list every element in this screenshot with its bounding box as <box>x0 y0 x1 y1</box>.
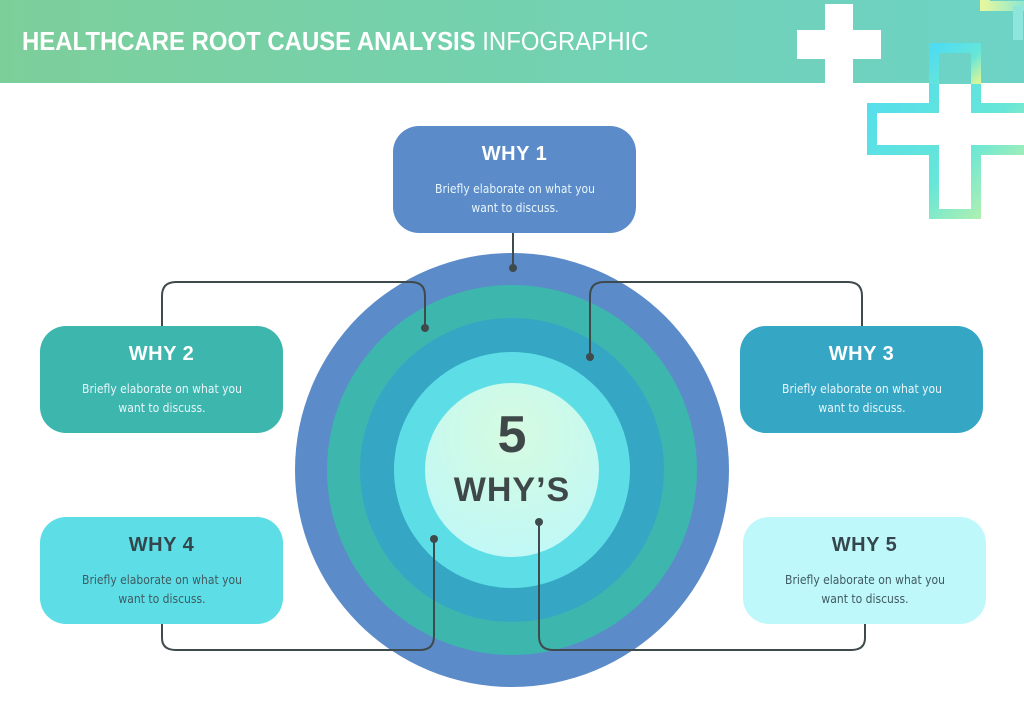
connector-why-3 <box>589 281 863 357</box>
why-2-title: WHY 2 <box>128 343 195 365</box>
connector-why-4 <box>161 539 435 651</box>
why-4-title: WHY 4 <box>128 534 195 556</box>
why-1-title: WHY 1 <box>481 143 548 165</box>
ring-5 <box>425 383 599 557</box>
connector-why-5 <box>538 522 866 651</box>
why-3-description: Briefly elaborate on what you want to di… <box>781 382 942 415</box>
why-3-card[interactable]: WHY 3 Briefly elaborate on what you want… <box>740 326 983 433</box>
why-4-card[interactable]: WHY 4 Briefly elaborate on what you want… <box>40 517 283 624</box>
why-3-title: WHY 3 <box>828 343 895 365</box>
why-5-description: Briefly elaborate on what you want to di… <box>784 573 945 606</box>
why-2-description: Briefly elaborate on what you want to di… <box>81 382 242 415</box>
center-number: 5 <box>497 406 527 464</box>
connector-dot-why-3 <box>586 353 594 361</box>
why-5-card[interactable]: WHY 5 Briefly elaborate on what you want… <box>743 517 986 624</box>
why-2-card[interactable]: WHY 2 Briefly elaborate on what you want… <box>40 326 283 433</box>
connectors <box>161 232 866 651</box>
connector-dot-why-2 <box>421 324 429 332</box>
connector-dot-why-5 <box>535 518 543 526</box>
connector-dot-why-1 <box>509 264 517 272</box>
connector-dot-why-4 <box>430 535 438 543</box>
why-5-title: WHY 5 <box>831 534 898 556</box>
center-label: WHY’S <box>453 471 571 509</box>
connector-why-2 <box>161 281 426 328</box>
concentric-rings <box>295 253 729 687</box>
why-1-card[interactable]: WHY 1 Briefly elaborate on what you want… <box>393 126 636 233</box>
page-title: HEALTHCARE ROOT CAUSE ANALYSIS INFOGRAPH… <box>22 26 648 57</box>
title-bold: HEALTHCARE ROOT CAUSE ANALYSIS <box>22 26 476 56</box>
why-1-description: Briefly elaborate on what you want to di… <box>434 182 595 215</box>
why-4-description: Briefly elaborate on what you want to di… <box>81 573 242 606</box>
title-light: INFOGRAPHIC <box>482 26 649 56</box>
